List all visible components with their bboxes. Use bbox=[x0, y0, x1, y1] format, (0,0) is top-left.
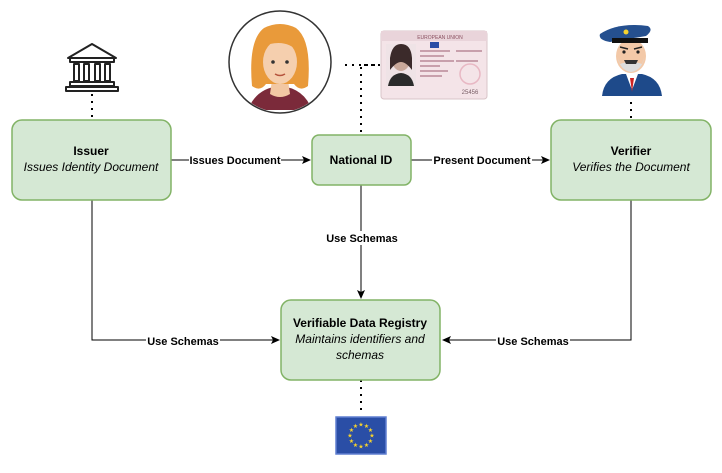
node-verifier-subtitle: Verifies the Document bbox=[572, 160, 690, 174]
eu-star: ★ bbox=[368, 427, 373, 434]
node-registry-title: Verifiable Data Registry bbox=[293, 316, 427, 330]
node-national-id: National ID bbox=[311, 134, 412, 186]
edge-label-use-schemas-right: Use Schemas bbox=[497, 336, 569, 348]
node-national-id-title: National ID bbox=[330, 153, 393, 167]
eu-star: ★ bbox=[349, 438, 354, 445]
node-issuer-title: Issuer bbox=[73, 144, 109, 158]
edge-verifier-to-registry bbox=[442, 200, 632, 344]
eu-star: ★ bbox=[347, 433, 352, 440]
node-issuer: Issuer Issues Identity Document bbox=[11, 119, 172, 201]
edge-label-present-document: Present Document bbox=[433, 155, 531, 167]
eu-star: ★ bbox=[368, 438, 373, 445]
node-registry-subtitle-line1: Maintains identifiers and bbox=[295, 332, 425, 346]
eu-star: ★ bbox=[364, 442, 369, 449]
id-card-header: EUROPEAN UNION bbox=[417, 35, 463, 41]
eu-star: ★ bbox=[353, 442, 358, 449]
eu-star: ★ bbox=[358, 444, 363, 451]
edge-issuer-to-registry bbox=[91, 200, 280, 344]
bank-building-icon bbox=[65, 43, 119, 92]
eu-star: ★ bbox=[364, 423, 369, 430]
dotted-connectors bbox=[91, 64, 632, 412]
eu-star: ★ bbox=[349, 427, 354, 434]
node-registry-subtitle-line2: schemas bbox=[336, 348, 384, 362]
edge-label-use-schemas-center: Use Schemas bbox=[326, 233, 398, 245]
node-registry: Verifiable Data Registry Maintains ident… bbox=[280, 299, 441, 381]
node-verifier: Verifier Verifies the Document bbox=[550, 119, 712, 201]
node-issuer-subtitle: Issues Identity Document bbox=[24, 160, 159, 174]
eu-star: ★ bbox=[358, 422, 363, 429]
woman-avatar-icon bbox=[228, 10, 332, 114]
police-officer-icon bbox=[599, 25, 662, 96]
eu-star: ★ bbox=[353, 423, 358, 430]
node-verifier-title: Verifier bbox=[611, 144, 652, 158]
id-card-eu-flag bbox=[430, 42, 439, 48]
eu-flag-icon: ★★★★★★★★★★★★ bbox=[335, 416, 387, 455]
id-card-number: 25456 bbox=[462, 90, 479, 96]
edge-label-issues-document: Issues Document bbox=[189, 155, 280, 167]
edge-label-use-schemas-left: Use Schemas bbox=[147, 336, 219, 348]
id-card-image: EUROPEAN UNION 25456 bbox=[380, 30, 488, 100]
eu-star: ★ bbox=[369, 433, 374, 440]
